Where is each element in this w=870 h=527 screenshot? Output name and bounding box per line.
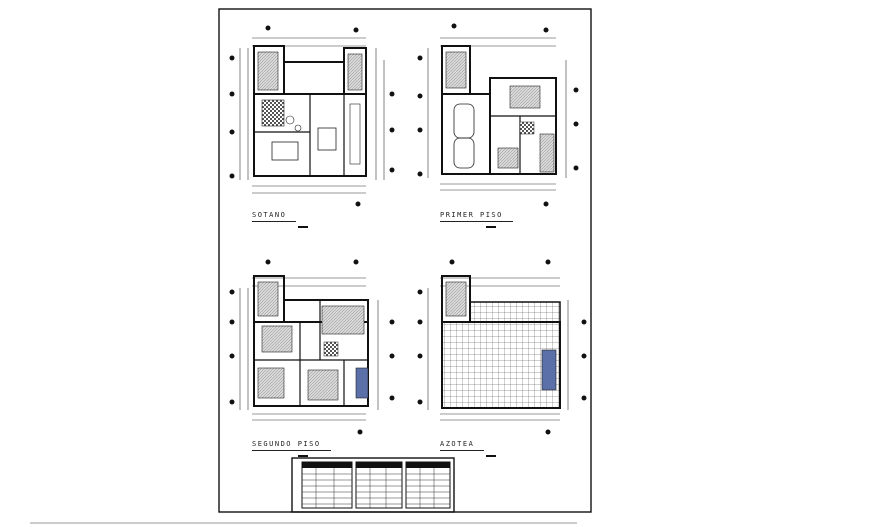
plan-segundo-piso [229, 259, 395, 435]
schedule-table-1 [301, 461, 353, 509]
plan-title-sotano: SOTANO [252, 211, 297, 222]
plan-primer-piso [417, 23, 579, 207]
plan-sotano [229, 25, 395, 207]
schedule-table-3 [405, 461, 451, 509]
plan-title-segundo-piso: SEGUNDO PISO [252, 440, 331, 451]
schedule-table-2 [355, 461, 403, 509]
schedule-tables [291, 457, 455, 513]
plan-azotea [417, 259, 587, 435]
plan-title-azotea: AZOTEA [440, 440, 485, 451]
plan-title-primer-piso: PRIMER PISO [440, 211, 513, 222]
